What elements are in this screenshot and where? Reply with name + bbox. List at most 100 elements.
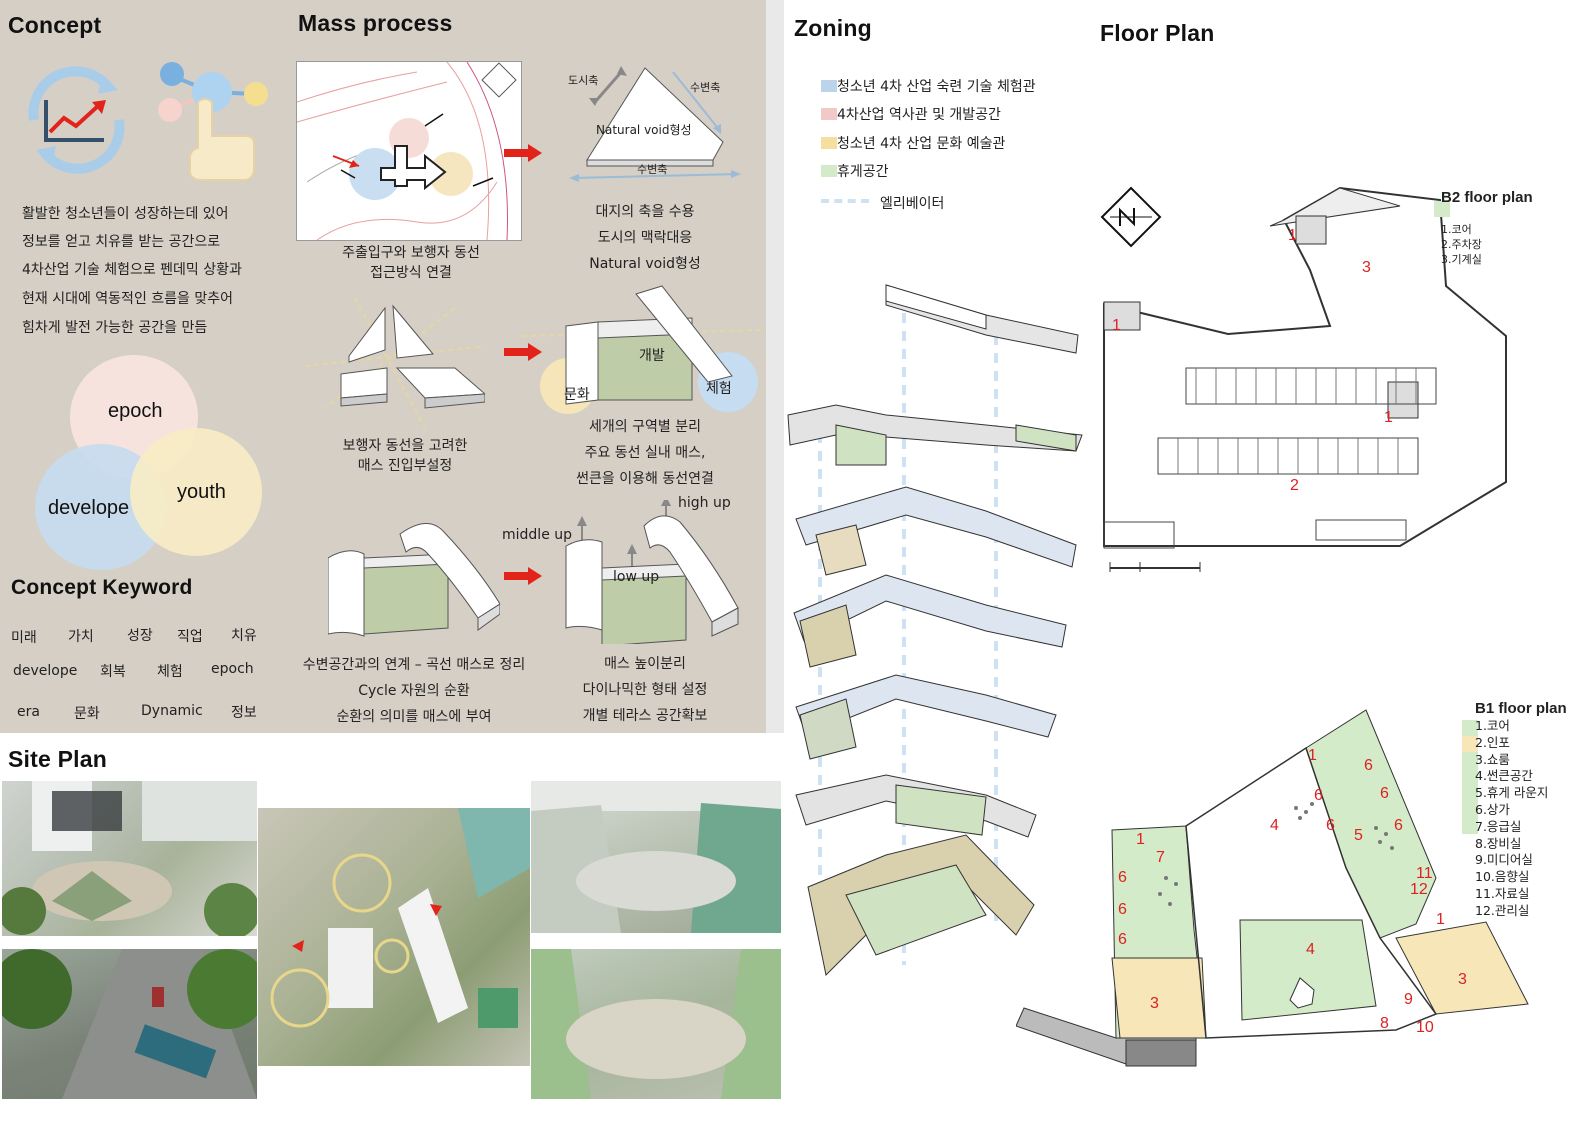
plan-mark: 1 bbox=[1384, 409, 1393, 426]
concept-line: 힘차게 발전 가능한 공간을 만듬 bbox=[22, 320, 208, 336]
legend-label: 청소년 4차 산업 문화 예술관 bbox=[837, 136, 1006, 152]
keyword: epoch bbox=[211, 661, 254, 677]
render-aerial-site-photo bbox=[258, 808, 530, 1066]
zone-label-culture: 문화 bbox=[564, 387, 590, 403]
venn-label-develope: develope bbox=[48, 497, 130, 519]
b1-legend-item: 1.코어 bbox=[1475, 718, 1510, 733]
caption-line: 개별 테라스 공간확보 bbox=[582, 708, 708, 724]
plan-mark: 4 bbox=[1306, 941, 1315, 958]
render-courtyard-photo bbox=[531, 781, 781, 933]
panel-divider bbox=[766, 0, 784, 733]
plan-mark: 6 bbox=[1118, 869, 1127, 886]
plan-mark: 11 bbox=[1416, 865, 1433, 882]
axis-label-water: 수변축 bbox=[690, 81, 721, 94]
plan-mark: 6 bbox=[1326, 817, 1335, 834]
plan-mark: 6 bbox=[1118, 931, 1127, 948]
caption-line: 매스 진입부설정 bbox=[357, 458, 453, 474]
process-arrow-icon bbox=[504, 343, 542, 361]
zone-separation-diagram bbox=[522, 282, 762, 414]
floor-plan-title: Floor Plan bbox=[1100, 20, 1215, 46]
plan-mark: 10 bbox=[1416, 1019, 1434, 1036]
step1-caption: 주출입구와 보행자 동선 접근방식 연결 bbox=[296, 242, 526, 282]
plan-mark: 1 bbox=[1436, 911, 1445, 928]
legend-swatch bbox=[821, 108, 837, 120]
legend-label: 청소년 4차 산업 숙련 기술 체험관 bbox=[837, 79, 1036, 95]
curved-mass-diagram bbox=[328, 518, 500, 644]
b2-legend: 1.코어 2.주차장 3.기계실 bbox=[1441, 222, 1482, 267]
venn-label-youth: youth bbox=[177, 481, 226, 503]
keyword: 정보 bbox=[231, 705, 257, 721]
touch-network-icon bbox=[150, 58, 275, 183]
b1-legend-item: 7.응급실 bbox=[1475, 818, 1522, 834]
plan-mark: 12 bbox=[1410, 881, 1428, 898]
zoning-title: Zoning bbox=[794, 15, 872, 41]
concept-line: 활발한 청소년들이 성장하는데 있어 bbox=[22, 206, 229, 222]
caption-line: Cycle 자원의 순환 bbox=[358, 683, 470, 699]
north-arrow-icon bbox=[1100, 186, 1162, 248]
keyword: era bbox=[17, 704, 40, 720]
plan-mark: 6 bbox=[1314, 787, 1323, 804]
b1-legend: 1.코어 2.인포 3.쇼룸 4.썬큰공간 5.휴게 라운지 6.상가 7.응급… bbox=[1475, 718, 1548, 920]
b1-legend-item: 12.관리실 bbox=[1475, 902, 1530, 918]
low-up-label: low up bbox=[613, 569, 660, 585]
legend-label: 4차산업 역사관 및 개발공간 bbox=[837, 107, 1001, 123]
step5-caption: 수변공간과의 연계 – 곡선 매스로 정리 Cycle 자원의 순환 순환의 의… bbox=[286, 652, 542, 730]
b1-legend-item: 4.썬큰공간 bbox=[1475, 768, 1533, 784]
plan-mark: 5 bbox=[1354, 827, 1363, 844]
axis-label-city: 도시축 bbox=[568, 74, 599, 87]
b1-legend-item: 9.미디어실 bbox=[1475, 852, 1533, 868]
axis-label-water-bottom: 수변축 bbox=[637, 163, 668, 176]
legend-swatch bbox=[821, 137, 837, 149]
legend-label: 엘리베이터 bbox=[880, 196, 945, 212]
step4-caption: 세개의 구역별 분리 주요 동선 실내 매스, 썬큰을 이용해 동선연결 bbox=[550, 414, 740, 492]
plan-mark: 6 bbox=[1394, 817, 1403, 834]
exploded-axonometric-diagram bbox=[786, 275, 1086, 990]
height-split-diagram bbox=[562, 500, 742, 644]
b2-legend-item: 1.코어 bbox=[1441, 223, 1472, 236]
b1-legend-item: 2.인포 bbox=[1475, 734, 1510, 750]
b1-legend-item: 11.자료실 bbox=[1475, 885, 1530, 901]
b2-legend-swatch bbox=[1434, 201, 1450, 217]
plan-mark: 1 bbox=[1308, 747, 1317, 764]
middle-up-label: middle up bbox=[502, 527, 573, 543]
venn-label-epoch: epoch bbox=[108, 400, 163, 422]
natural-void-diagram bbox=[565, 62, 745, 187]
plan-mark: 1 bbox=[1112, 317, 1121, 334]
b1-legend-item: 5.휴게 라운지 bbox=[1475, 785, 1549, 801]
caption-line: 주요 동선 실내 매스, bbox=[584, 445, 706, 461]
b1-title: B1 floor plan bbox=[1475, 700, 1567, 717]
entry-mass-diagram bbox=[305, 298, 485, 428]
plan-mark: 3 bbox=[1458, 971, 1467, 988]
site-access-diagram bbox=[296, 61, 522, 241]
caption-line: 도시의 맥락대응 bbox=[597, 230, 693, 246]
legend-swatch bbox=[821, 80, 837, 92]
venn-circle-youth bbox=[130, 428, 262, 556]
keyword: Dynamic bbox=[141, 703, 203, 719]
concept-line: 정보를 얻고 치유를 받는 공간으로 bbox=[22, 234, 221, 250]
caption-line: 접근방식 연결 bbox=[370, 265, 452, 281]
natural-void-label: Natural void형성 bbox=[596, 123, 692, 137]
plan-mark: 6 bbox=[1380, 785, 1389, 802]
b2-title: B2 floor plan bbox=[1441, 189, 1533, 206]
high-up-label: high up bbox=[678, 495, 731, 511]
render-terrace-photo bbox=[531, 949, 781, 1099]
plan-mark: 1 bbox=[1288, 227, 1297, 244]
mass-process-title: Mass process bbox=[298, 10, 453, 36]
plan-mark: 8 bbox=[1380, 1015, 1389, 1032]
concept-line: 현재 시대에 역동적인 흐름을 맞추어 bbox=[22, 291, 233, 307]
plan-mark: 2 bbox=[1290, 477, 1299, 494]
b1-legend-item: 3.쇼룸 bbox=[1475, 751, 1510, 767]
keyword: develope bbox=[13, 663, 78, 679]
concept-title: Concept bbox=[8, 12, 102, 38]
site-plan-title: Site Plan bbox=[8, 746, 107, 772]
legend-swatch bbox=[821, 165, 837, 177]
b2-legend-item: 2.주차장 bbox=[1441, 238, 1482, 251]
caption-line: 세개의 구역별 분리 bbox=[589, 419, 701, 435]
b1-legend-item: 6.상가 bbox=[1475, 801, 1510, 817]
zone-label-experience: 체험 bbox=[706, 381, 732, 397]
keyword: 체험 bbox=[157, 664, 183, 680]
keyword: 치유 bbox=[231, 628, 257, 644]
caption-line: 썬큰을 이용해 동선연결 bbox=[576, 471, 714, 487]
concept-line: 4차산업 기술 체험으로 펜데믹 상황과 bbox=[22, 262, 242, 278]
growth-cycle-icon bbox=[14, 60, 139, 180]
